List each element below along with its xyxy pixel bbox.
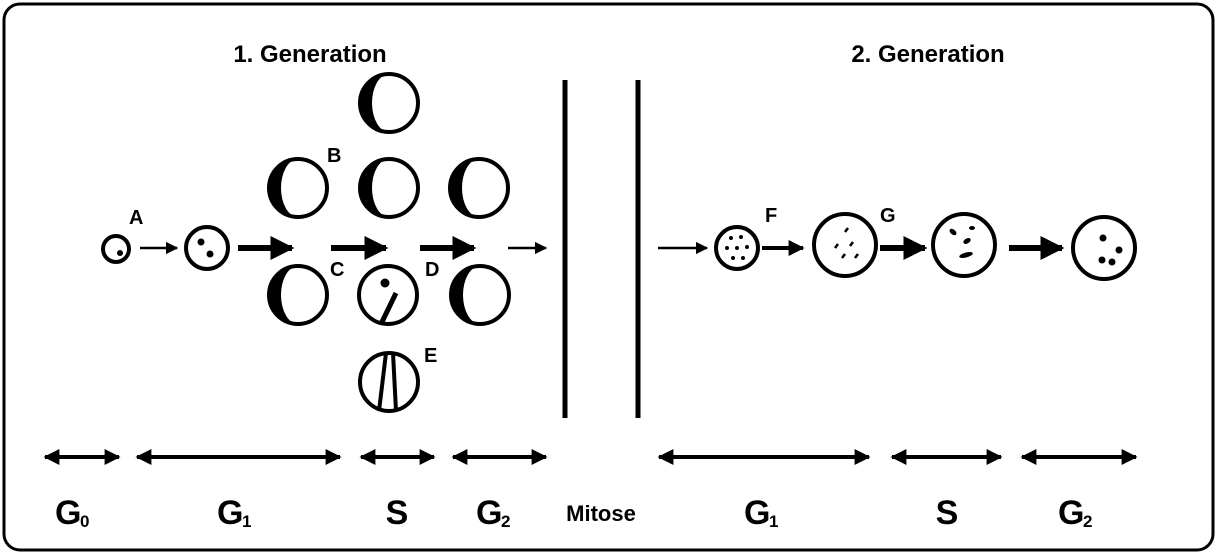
phase-label-g0: G 0 (55, 494, 89, 532)
phase-g1-main: G (217, 494, 243, 532)
generation-2-title: 2. Generation (851, 41, 1004, 68)
label-f: F (765, 205, 777, 227)
phase-g1-sub: 1 (242, 512, 251, 531)
cell-s-upper (358, 157, 420, 219)
cell-g0 (101, 234, 131, 264)
cell-f (714, 225, 760, 271)
cell-s-dividing (357, 264, 419, 326)
phase-label-g1-gen2: G 1 (744, 494, 778, 532)
cell-s-top (358, 72, 420, 134)
phase-s-gen2: S (936, 494, 959, 532)
cell-g2-top (448, 157, 510, 219)
label-g: G (880, 205, 896, 227)
phase-s: S (386, 494, 409, 532)
cell-g2-bottom (449, 264, 511, 326)
cell-e (358, 351, 420, 413)
cell-g1 (184, 225, 230, 271)
phase-g2b-sub: 2 (1083, 512, 1092, 531)
phase-g2-main: G (476, 494, 502, 532)
cell-g2b (1071, 215, 1137, 281)
phase-label-g1: G 1 (217, 494, 251, 532)
phase-g0-sub: 0 (80, 512, 89, 531)
cell-c-bottom (267, 264, 329, 326)
label-a: A (129, 207, 143, 229)
cell-s2 (931, 212, 997, 278)
generation-1-title: 1. Generation (233, 41, 386, 68)
phase-label-g2: G 2 (476, 494, 510, 532)
phase-mitose: Mitose (566, 501, 636, 526)
cell-g1b (812, 212, 878, 278)
phase-g0-main: G (55, 494, 81, 532)
phase-label-g2-gen2: G 2 (1058, 494, 1092, 532)
label-b: B (327, 145, 341, 167)
cell-b-top (267, 157, 329, 219)
phase-g2b-main: G (1058, 494, 1084, 532)
label-e: E (424, 345, 437, 367)
phase-g2-sub: 2 (501, 512, 510, 531)
phase-g1b-sub: 1 (769, 512, 778, 531)
label-c: C (330, 259, 344, 281)
phase-g1b-main: G (744, 494, 770, 532)
label-d: D (425, 259, 439, 281)
